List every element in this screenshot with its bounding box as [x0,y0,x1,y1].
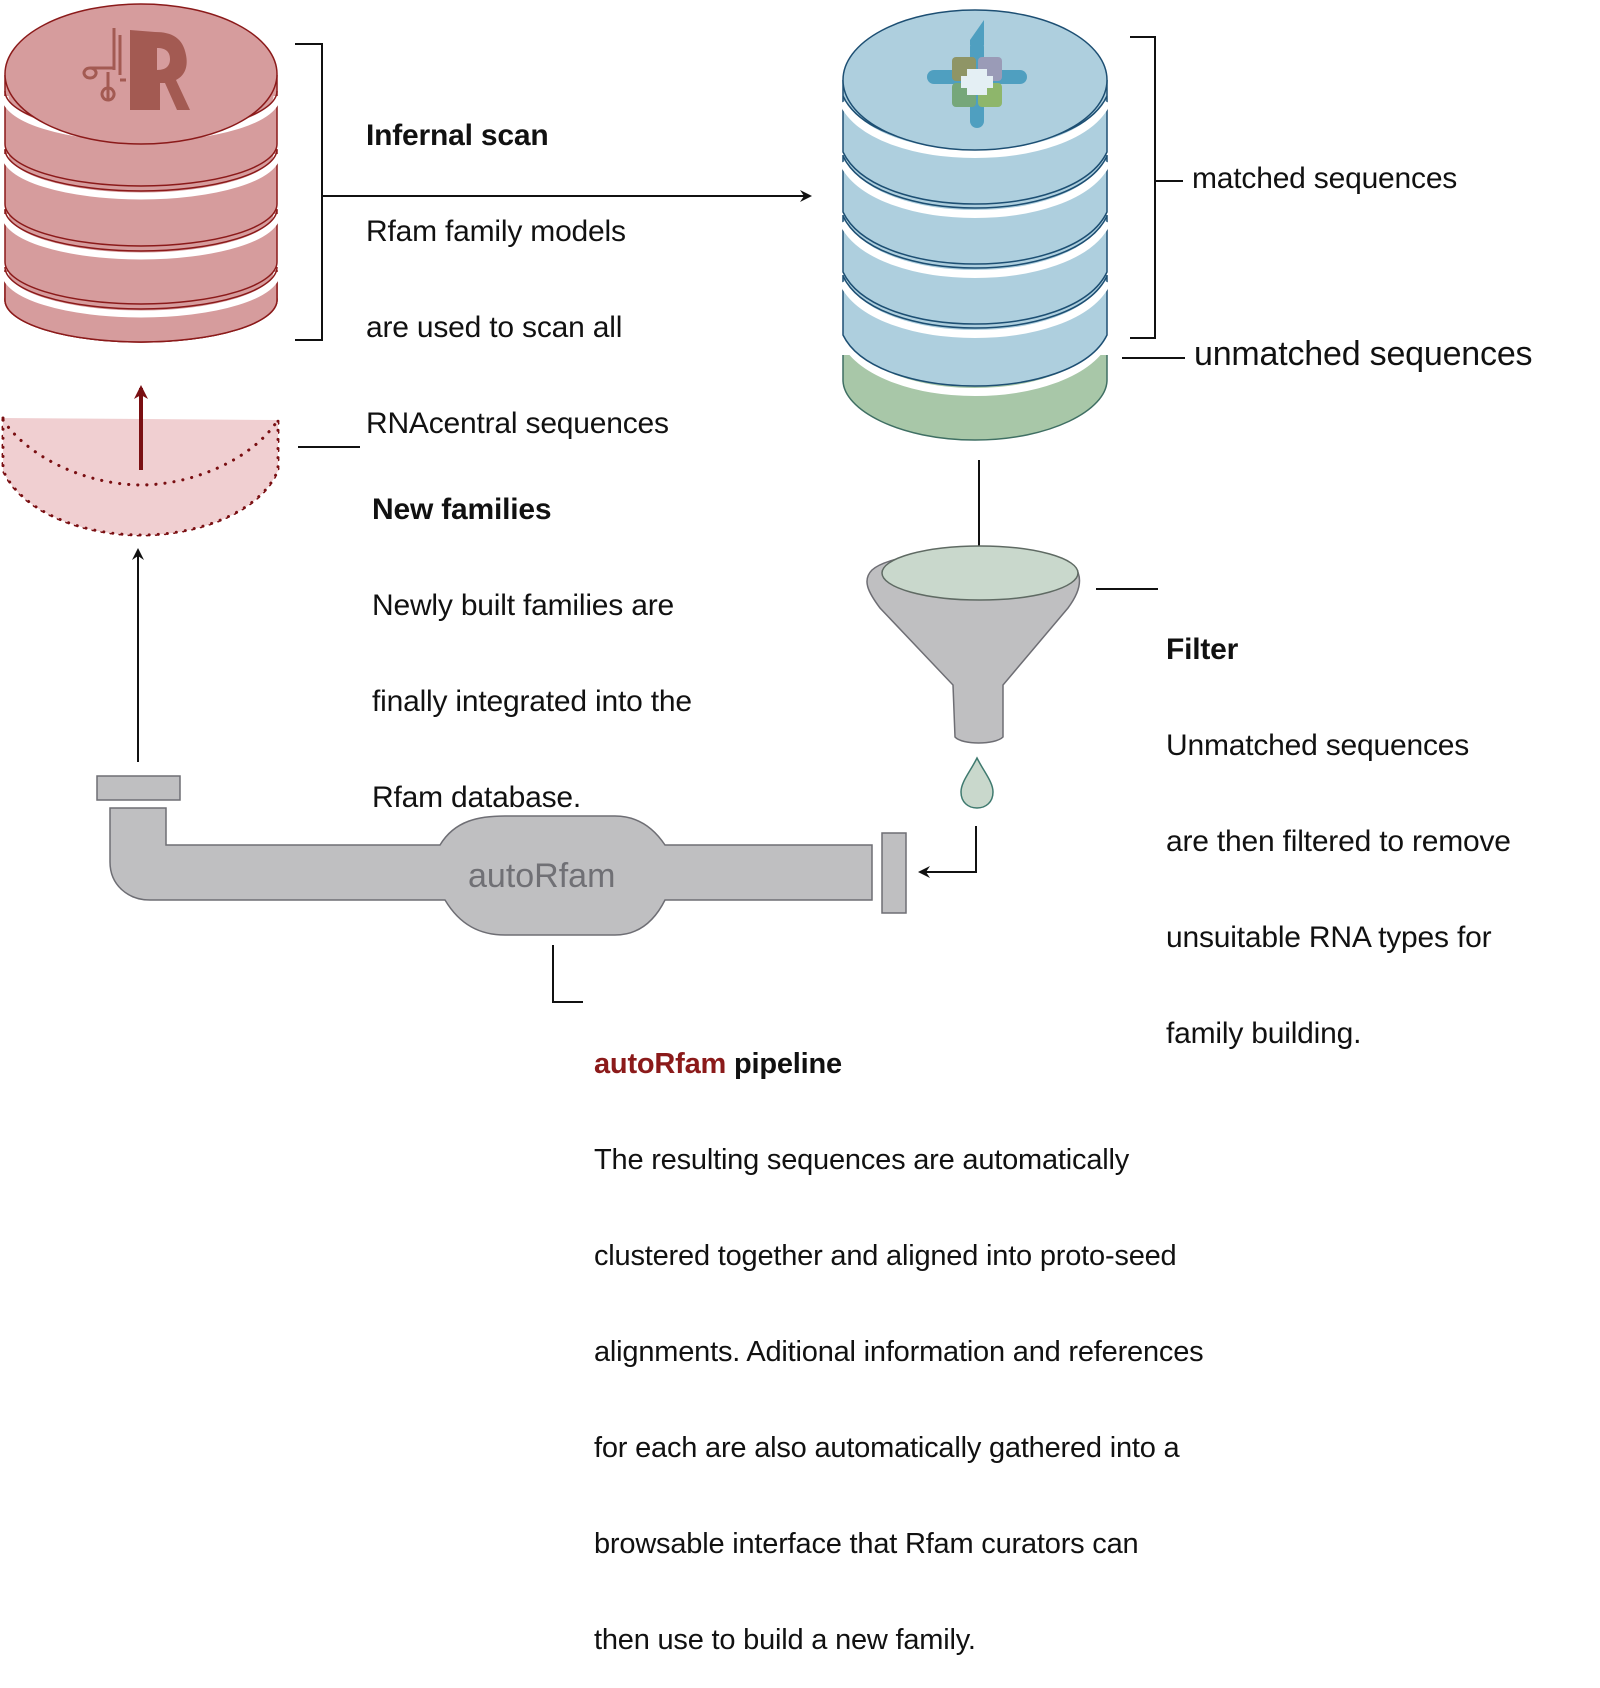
pipeline-tank-label: autoRfam [468,857,616,895]
rnacentral-logo-icon [927,20,1027,128]
filter-line: unsuitable RNA types for [1166,921,1492,954]
autorfam-title-accent: autoRfam [594,1048,727,1080]
pipeline-inlet-cap [881,832,907,914]
new-families-line: Newly built families are [372,589,674,622]
rfam-logo-icon [82,28,190,110]
autorfam-line: alignments. Aditional information and re… [594,1336,1204,1368]
autorfam-annotation: autoRfam pipeline The resulting sequence… [594,984,1204,1688]
autorfam-line: The resulting sequences are automaticall… [594,1144,1130,1176]
filter-to-pipeline-arrow [918,826,977,878]
diagram-canvas [1,3,1185,1003]
autorfam-line: then use to build a new family. [594,1624,976,1656]
filter-line: are then filtered to remove [1166,825,1511,858]
pipeline-outlet-cap [96,775,181,801]
autorfam-title-rest: pipeline [726,1048,842,1080]
infernal-scan-line: RNAcentral sequences [366,407,669,440]
autorfam-line: clustered together and aligned into prot… [594,1240,1177,1272]
matched-bracket [1130,36,1156,339]
pipeline-icon [96,775,907,936]
new-families-line: finally integrated into the [372,685,692,718]
new-families-annotation: New families Newly built families are fi… [372,430,692,846]
infernal-scan-title: Infernal scan [366,119,549,152]
autorfam-connector [552,945,583,1003]
funnel-icon [866,545,1081,744]
filter-title: Filter [1166,633,1239,666]
infernal-scan-bracket [295,43,323,341]
new-families-title: New families [372,493,552,526]
filter-line: family building. [1166,1017,1362,1050]
droplet-icon [960,756,994,809]
rfam-database-icon [1,3,281,343]
filter-line: Unmatched sequences [1166,729,1470,762]
matched-sequences-label: matched sequences [1192,162,1458,195]
filter-annotation: Filter Unmatched sequences are then filt… [1166,570,1511,1082]
infernal-scan-annotation: Infernal scan Rfam family models are use… [366,56,669,472]
new-families-line: Rfam database. [372,781,581,814]
unmatched-sequences-label: unmatched sequences [1194,335,1533,373]
autorfam-line: browsable interface that Rfam curators c… [594,1528,1139,1560]
infernal-scan-line: are used to scan all [366,311,623,344]
autorfam-title: autoRfam pipeline [594,1048,1203,1080]
autorfam-line: for each are also automatically gathered… [594,1432,1180,1464]
infernal-scan-line: Rfam family models [366,215,626,248]
rnacentral-database-icon [839,9,1111,441]
new-family-layer-icon [1,416,280,537]
